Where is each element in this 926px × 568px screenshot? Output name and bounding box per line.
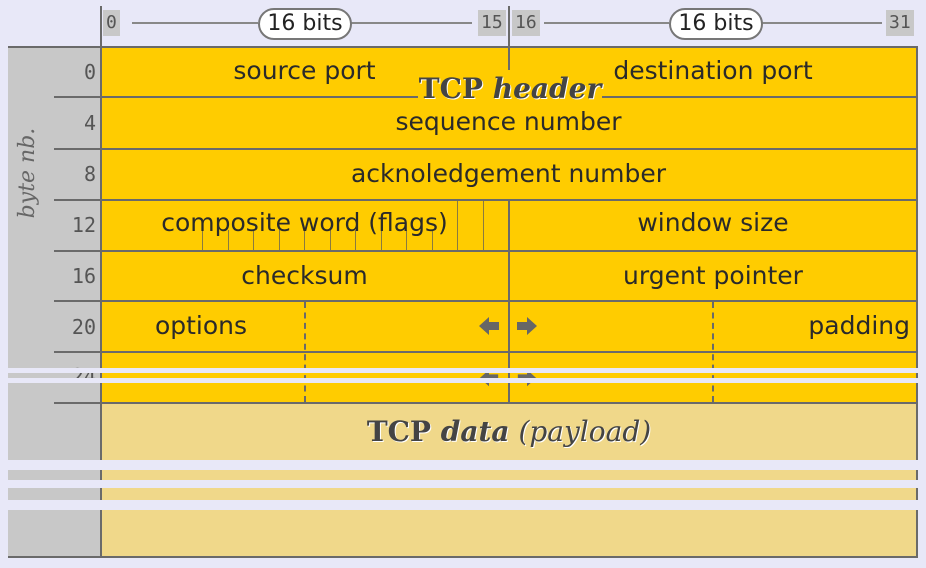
row-line-16 — [54, 250, 918, 252]
bit-tick-15: 15 — [478, 10, 506, 36]
row-line-0 — [8, 46, 918, 48]
tcp-header-title: TCP header — [418, 70, 602, 108]
field-urgent-pointer: urgent pointer — [623, 260, 803, 290]
field-acknowledgement-number: acknoledgement number — [350, 158, 667, 188]
row-line-12 — [54, 199, 918, 201]
flag-divider-4 — [279, 230, 280, 250]
row-line-4b — [602, 96, 918, 98]
break-band-header-1 — [0, 368, 926, 373]
tcp-header-title-prefix: TCP — [418, 72, 493, 105]
options-dash-left — [304, 302, 306, 402]
bit-width-right-label: 16 bits — [669, 8, 763, 40]
ruler-line-right-b — [760, 22, 882, 24]
flag-divider-10 — [432, 230, 433, 250]
byte-offset-20: 20 — [71, 315, 96, 339]
flag-divider-12 — [483, 201, 484, 250]
bit-width-left-label: 16 bits — [258, 8, 352, 40]
tcp-payload-title-emphasis: data — [440, 415, 510, 448]
byte-offset-4: 4 — [83, 111, 96, 135]
byte-offset-12: 12 — [71, 213, 96, 237]
flag-divider-11 — [457, 201, 458, 250]
field-source-port: source port — [233, 55, 376, 85]
right-border — [916, 46, 918, 558]
arrow-right-icon — [515, 314, 539, 342]
byte-offset-column — [8, 46, 101, 558]
row-line-20 — [54, 300, 918, 302]
break-band-payload-3 — [0, 500, 926, 510]
flag-divider-9 — [406, 230, 407, 250]
field-padding: padding — [808, 310, 910, 340]
row-line-8 — [54, 148, 918, 150]
byte-offset-8: 8 — [83, 162, 96, 186]
bit-tick-16: 16 — [512, 10, 540, 36]
bottom-border — [8, 556, 918, 558]
ruler-mid-divider — [508, 6, 510, 48]
left-border — [100, 46, 102, 558]
field-sequence-number: sequence number — [395, 106, 622, 136]
ruler-left-edge — [100, 6, 102, 48]
break-band-payload-2 — [0, 480, 926, 488]
break-band-header-2 — [0, 378, 926, 383]
bit-tick-0: 0 — [103, 10, 120, 36]
byte-offset-0: 0 — [83, 60, 96, 84]
tcp-payload-title: TCP data (payload) — [101, 412, 917, 452]
byte-axis-label: byte nb. — [15, 127, 40, 219]
flag-divider-3 — [253, 230, 254, 250]
ruler-line-left-b — [350, 22, 472, 24]
bit-tick-31: 31 — [886, 10, 914, 36]
mid-divider-lower — [508, 199, 510, 402]
field-checksum: checksum — [241, 260, 368, 290]
flag-divider-6 — [330, 230, 331, 250]
flag-divider-7 — [355, 230, 356, 250]
field-flags: composite word (flags) — [161, 207, 448, 237]
ruler-line-right-a — [544, 22, 669, 24]
flag-divider-8 — [381, 230, 382, 250]
header-bottom-line — [54, 402, 918, 404]
field-options: options — [154, 310, 248, 340]
flag-divider-1 — [202, 230, 203, 250]
tcp-payload-title-prefix: TCP — [366, 415, 441, 448]
field-window-size: window size — [637, 207, 789, 237]
arrow-left-icon — [477, 314, 501, 342]
tcp-header-title-emphasis: header — [492, 72, 602, 105]
byte-offset-16: 16 — [71, 264, 96, 288]
row-line-24 — [54, 351, 918, 353]
flag-divider-5 — [304, 230, 305, 250]
row-line-4 — [54, 96, 418, 98]
ruler-line-left-a — [132, 22, 258, 24]
tcp-payload-title-suffix: (payload) — [509, 415, 652, 448]
flag-divider-2 — [228, 230, 229, 250]
field-destination-port: destination port — [613, 55, 813, 85]
break-band-payload-1 — [0, 460, 926, 470]
options-dash-right — [712, 302, 714, 402]
